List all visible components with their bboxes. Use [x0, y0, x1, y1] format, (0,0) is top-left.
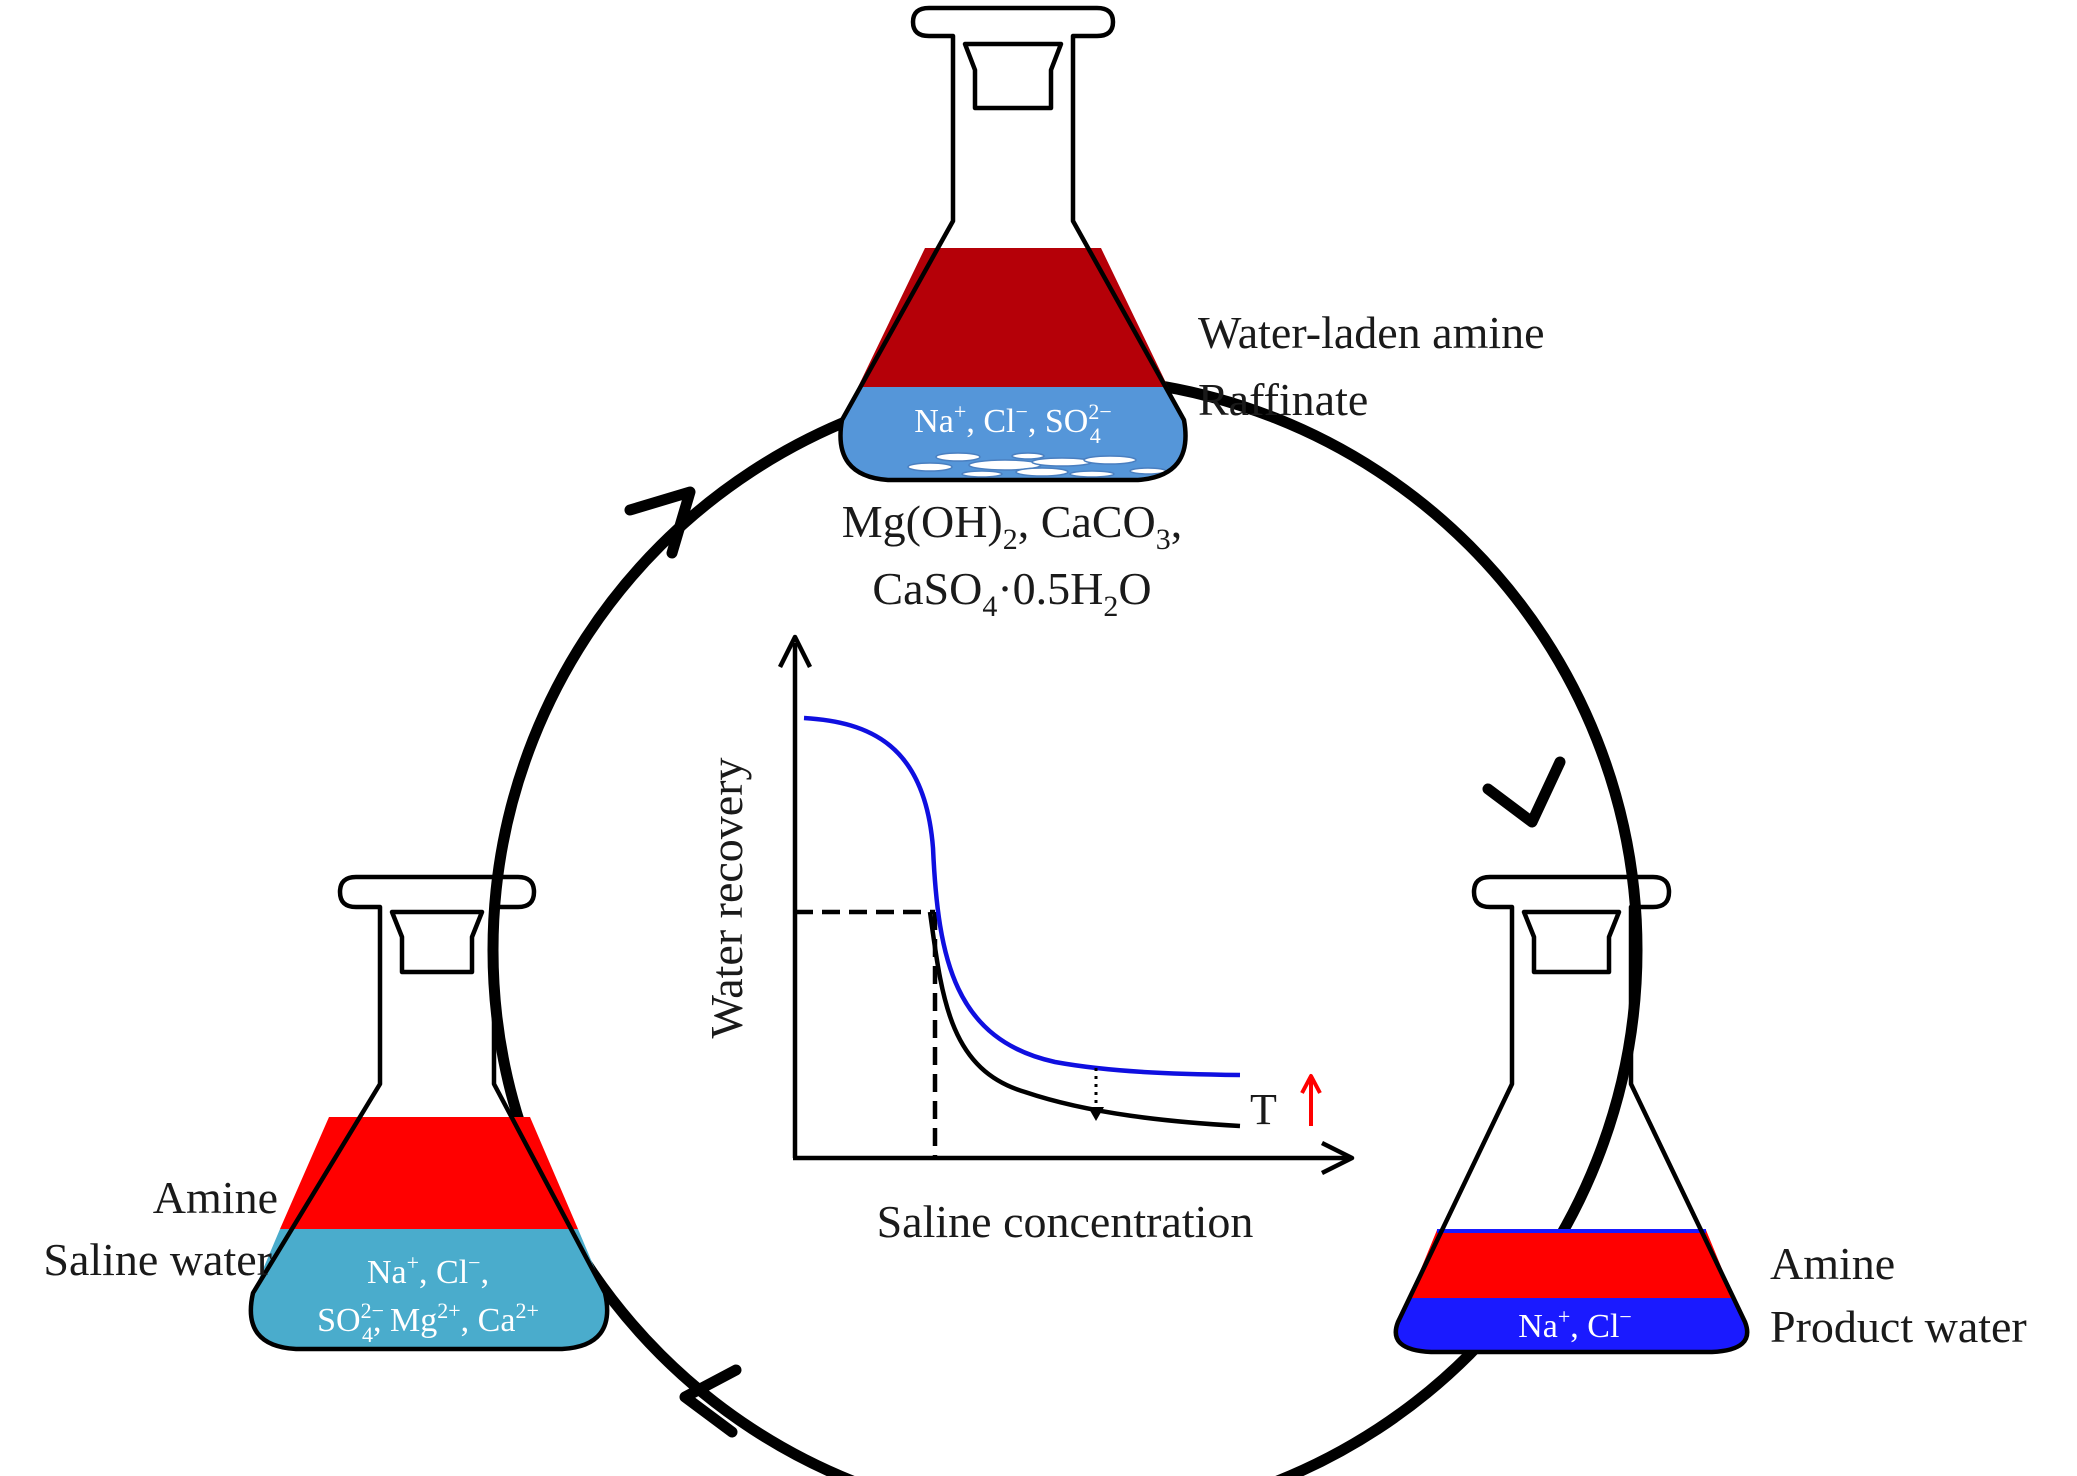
top-flask-mouth — [962, 41, 1064, 111]
cycle-arrow-right — [1482, 756, 1566, 828]
cycle-arrow-bottom — [679, 1364, 742, 1438]
right-flask-ions: Na+, Cl− — [1518, 1304, 1632, 1345]
right-flask-liquid-water — [1395, 1298, 1748, 1352]
top-flask-label-amine: Water-laden amine — [1198, 307, 1545, 358]
curve-low-temperature — [927, 911, 1241, 1129]
right-flask-outline — [1393, 874, 1750, 1355]
left-flask-label-saline: Saline water — [43, 1234, 272, 1285]
right-flask-label-product: Product water — [1770, 1301, 2027, 1352]
graph-x-arrowhead — [1320, 1140, 1355, 1176]
graph-y-arrowhead — [777, 634, 813, 669]
left-flask-liquid-amine — [280, 1117, 578, 1229]
left-flask-mouth — [389, 909, 485, 975]
right-flask — [1393, 874, 1750, 1355]
left-flask — [248, 874, 610, 1352]
right-flask-label-amine: Amine — [1770, 1238, 1895, 1289]
graph-x-label: Saline concentration — [877, 1196, 1254, 1247]
graph-y-label: Water recovery — [701, 757, 752, 1038]
temperature-label: T — [1250, 1085, 1277, 1134]
curve-shift-arrowhead — [1088, 1107, 1104, 1121]
precipitate-label-line1: Mg(OH)2, CaCO3, — [842, 496, 1182, 556]
top-flask-liquid-amine — [858, 248, 1168, 387]
left-flask-label-amine: Amine — [153, 1172, 278, 1223]
top-flask-precipitate — [907, 452, 1167, 478]
temperature-up-arrowhead — [1300, 1074, 1322, 1094]
left-flask-outline — [248, 874, 610, 1352]
cycle-arrow-upper-left — [624, 486, 696, 559]
left-flask-ions-line1: Na+, Cl−, — [367, 1250, 489, 1291]
curve-high-temperature — [803, 715, 1241, 1078]
left-flask-ions-line2: SO2−4, Mg2+, Ca2+ — [317, 1298, 539, 1347]
left-flask-liquid-water — [250, 1229, 608, 1349]
top-flask-ions: Na+, Cl−, SO2−4 — [914, 399, 1112, 448]
top-flask-label-raffinate: Raffinate — [1198, 374, 1368, 425]
right-flask-liquid-amine — [1409, 1230, 1734, 1298]
top-flask-outline — [838, 5, 1188, 483]
top-flask — [838, 5, 1188, 483]
recovery-graph: T Water recovery Saline concentration — [701, 634, 1355, 1247]
precipitate-label-line2: CaSO4·0.5H2O — [872, 563, 1151, 623]
right-flask-mouth — [1521, 909, 1622, 975]
